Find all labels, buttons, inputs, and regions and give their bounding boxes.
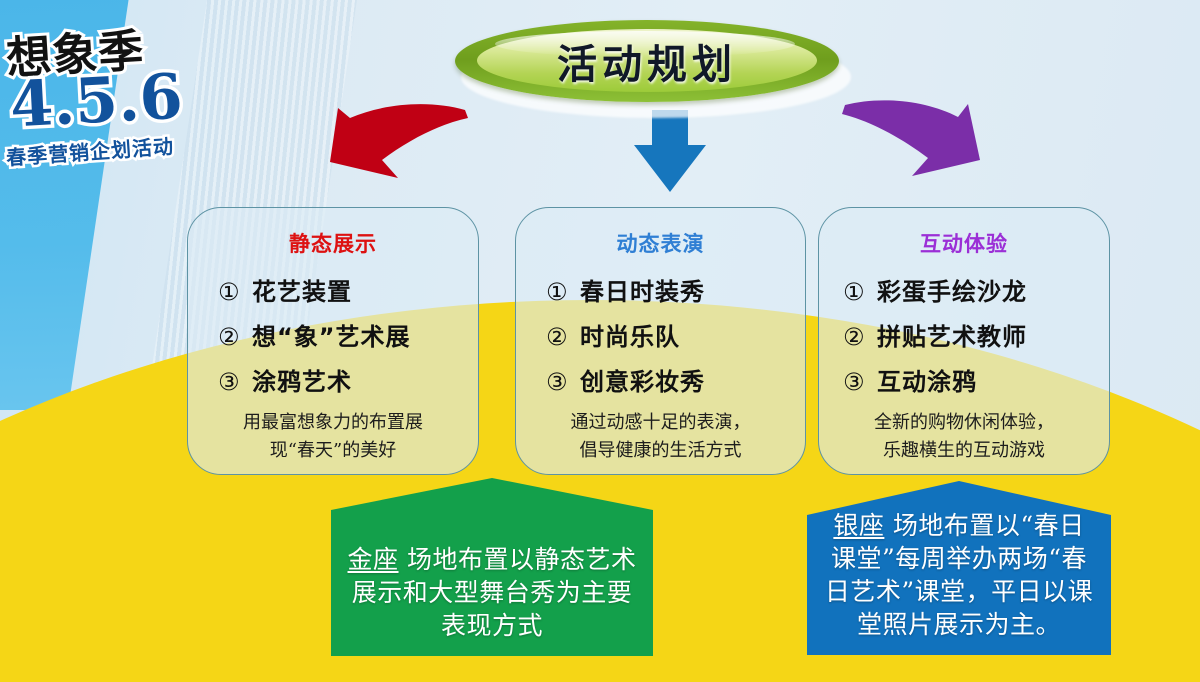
list-item[interactable]: ② 想“象”艺术展	[188, 317, 478, 352]
column-description: 用最富想象力的布置展 现“春天”的美好	[188, 409, 478, 465]
title-badge-gloss	[495, 31, 795, 57]
callout-jinzuo[interactable]: 金座 场地布置以静态艺术展示和大型舞台秀为主要表现方式	[331, 478, 653, 656]
description-line: 倡导健康的生活方式	[579, 439, 742, 461]
list-item-label: 彩蛋手绘沙龙	[877, 278, 1027, 306]
list-item[interactable]: ② 拼贴艺术教师	[819, 317, 1109, 352]
callout-body: 场地布置以静态艺术展示和大型舞台秀为主要表现方式	[351, 545, 637, 640]
list-item-label: 创意彩妆秀	[580, 368, 705, 396]
callout-text: 金座 场地布置以静态艺术展示和大型舞台秀为主要表现方式	[331, 543, 653, 656]
description-line: 通过动感十足的表演，	[570, 412, 751, 433]
list-item[interactable]: ① 彩蛋手绘沙龙	[819, 272, 1109, 307]
list-item[interactable]: ② 时尚乐队	[516, 317, 805, 352]
list-item[interactable]: ③ 涂鸦艺术	[188, 362, 478, 397]
column-dynamic-performance[interactable]: 动态表演 ① 春日时装秀 ② 时尚乐队 ③ 创意彩妆秀 通过动感十足的表演， 倡…	[515, 207, 806, 475]
column-description: 全新的购物休闲体验， 乐趣横生的互动游戏	[819, 409, 1109, 465]
list-item-number: ②	[546, 323, 569, 351]
column-interactive-experience[interactable]: 互动体验 ① 彩蛋手绘沙龙 ② 拼贴艺术教师 ③ 互动涂鸦 全新的购物休闲体验，…	[818, 207, 1110, 475]
column-title: 动态表演	[616, 232, 705, 256]
column-static-display[interactable]: 静态展示 ① 花艺装置 ② 想“象”艺术展 ③ 涂鸦艺术 用最富想象力的布置展 …	[187, 207, 479, 475]
list-item-number: ③	[843, 368, 866, 396]
column-title: 互动体验	[920, 232, 1008, 256]
description-line: 全新的购物休闲体验，	[874, 412, 1054, 433]
column-item-list: ① 春日时装秀 ② 时尚乐队 ③ 创意彩妆秀	[516, 272, 805, 397]
list-item-label: 花艺装置	[252, 278, 352, 306]
list-item-number: ①	[218, 278, 241, 306]
description-line: 用最富想象力的布置展	[243, 412, 423, 433]
description-line: 现“春天”的美好	[269, 439, 397, 461]
slide-title-badge: 活动规划	[455, 20, 855, 120]
list-item-label: 春日时装秀	[580, 278, 705, 306]
list-item[interactable]: ① 春日时装秀	[516, 272, 805, 307]
list-item-number: ①	[843, 278, 866, 306]
list-item-number: ③	[218, 368, 241, 396]
list-item[interactable]: ③ 创意彩妆秀	[516, 362, 805, 397]
list-item[interactable]: ③ 互动涂鸦	[819, 362, 1109, 397]
list-item-label: 涂鸦艺术	[252, 368, 352, 396]
list-item-label: 互动涂鸦	[877, 368, 977, 396]
page-title: 活动规划	[557, 41, 737, 88]
list-item[interactable]: ① 花艺装置	[188, 272, 478, 307]
list-item-label: 想“象”艺术展	[252, 323, 411, 351]
list-item-number: ②	[218, 323, 241, 351]
list-item-number: ①	[546, 278, 569, 306]
callout-body: 场地布置以“春日课堂”每周举办两场“春日艺术”课堂，平日以课堂照片展示为主。	[824, 511, 1094, 639]
description-line: 乐趣横生的互动游戏	[883, 439, 1045, 461]
callout-venue-name: 银座	[833, 511, 885, 540]
list-item-number: ②	[843, 323, 866, 351]
column-title: 静态展示	[289, 232, 377, 256]
list-item-label: 拼贴艺术教师	[877, 323, 1027, 351]
list-item-label: 时尚乐队	[580, 323, 680, 351]
list-item-number: ③	[546, 368, 569, 396]
callout-text: 银座 场地布置以“春日课堂”每周举办两场“春日艺术”课堂，平日以课堂照片展示为主…	[807, 509, 1111, 655]
column-description: 通过动感十足的表演， 倡导健康的生活方式	[516, 409, 805, 465]
callout-venue-name: 金座	[347, 545, 399, 574]
column-item-list: ① 彩蛋手绘沙龙 ② 拼贴艺术教师 ③ 互动涂鸦	[819, 272, 1109, 397]
column-item-list: ① 花艺装置 ② 想“象”艺术展 ③ 涂鸦艺术	[188, 272, 478, 397]
callout-yinzuo[interactable]: 银座 场地布置以“春日课堂”每周举办两场“春日艺术”课堂，平日以课堂照片展示为主…	[807, 481, 1111, 655]
